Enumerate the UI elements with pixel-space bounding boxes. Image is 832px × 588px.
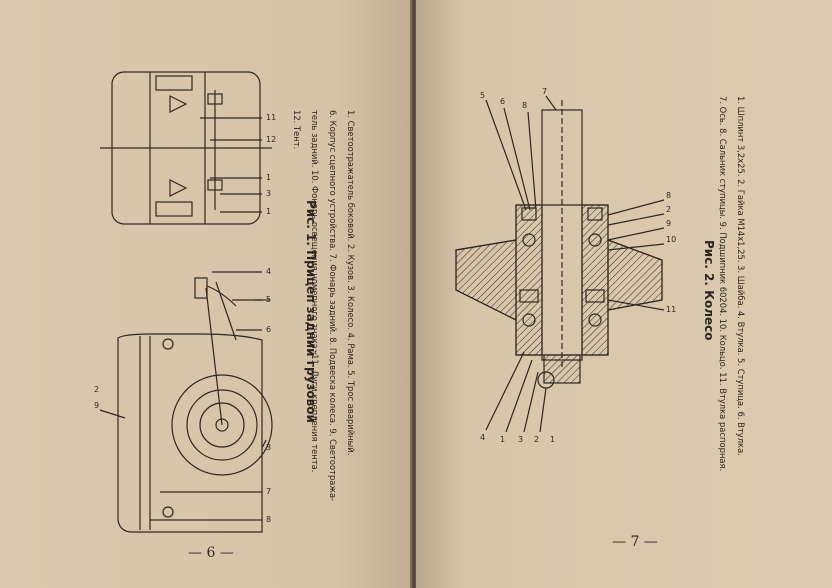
callout-number: 3 [266, 189, 271, 198]
book-gutter [410, 0, 418, 588]
callout-number: 7 [542, 87, 547, 96]
callout-number: 2 [94, 385, 99, 394]
legend-line: 1. Светоотражатель боковой. 2. Кузов. 3.… [346, 110, 356, 456]
callout-number: 1 [500, 435, 505, 444]
trailer-callout-lines [99, 117, 267, 521]
callout-number: 6 [266, 325, 271, 334]
callout-number: 8 [522, 101, 527, 110]
callout-number: 2 [534, 435, 539, 444]
callout-number: 1 [266, 207, 271, 216]
left-page: 11 12 1 3 1 4 5 6 3 7 8 9 2 Рис. 1. Приц… [0, 0, 413, 588]
callout-number: 4 [480, 433, 485, 442]
callout-number: 1 [550, 435, 555, 444]
page-number: — 6 — [188, 545, 234, 561]
figure-1-legend: 1. Светоотражатель боковой. 2. Кузов. 3.… [288, 110, 360, 501]
callout-number: 8 [266, 515, 271, 524]
callout-number: 1 [266, 173, 271, 182]
callout-number: 11 [266, 113, 276, 122]
hub-section [455, 100, 663, 389]
callout-number: 3 [518, 435, 523, 444]
legend-line: 12. Тент. [292, 110, 302, 150]
legend-line: 6. Корпус сцепного устройства. 7. Фонарь… [328, 110, 338, 502]
legend-line: тель задний. 10. Фонарь освещения номерн… [310, 110, 320, 473]
callout-number: 10 [666, 235, 676, 244]
legend-line: 7. Ось. 8. Сальник ступицы. 9. Подшипник… [718, 96, 728, 472]
wheel-hub-drawing: 5 6 8 7 8 2 9 10 11 4 1 3 2 1 [455, 87, 676, 444]
legend-line: 1. Шплинт 3,2х25. 2. Гайка М14х1,25. 3. … [736, 96, 746, 456]
trailer-drawing: 11 12 1 3 1 4 5 6 3 7 8 9 2 [94, 71, 276, 533]
figure-2-legend: 1. Шплинт 3,2х25. 2. Гайка М14х1,25. 3. … [714, 96, 750, 471]
trailer-callout-numbers: 11 12 1 3 1 4 5 6 3 7 8 9 2 [94, 113, 276, 524]
callout-number: 5 [266, 295, 271, 304]
callout-number: 3 [266, 443, 271, 452]
callout-number: 11 [666, 305, 676, 314]
trailer-side-view [117, 277, 273, 533]
callout-number: 12 [266, 135, 276, 144]
callout-number: 8 [666, 191, 671, 200]
callout-number: 2 [666, 205, 671, 214]
page-number: — 7 — [612, 534, 658, 550]
hub-callout-numbers: 5 6 8 7 8 2 9 10 11 4 1 3 2 1 [480, 87, 676, 444]
right-page: 5 6 8 7 8 2 9 10 11 4 1 3 2 1 Рис. 2. Ко… [416, 0, 832, 588]
trailer-rear-view [100, 71, 272, 225]
hub-callout-lines [485, 95, 665, 433]
callout-number: 5 [480, 91, 485, 100]
callout-number: 4 [266, 267, 271, 276]
callout-number: 6 [500, 97, 505, 106]
callout-number: 7 [266, 487, 271, 496]
callout-number: 9 [666, 219, 671, 228]
callout-number: 9 [94, 401, 99, 410]
